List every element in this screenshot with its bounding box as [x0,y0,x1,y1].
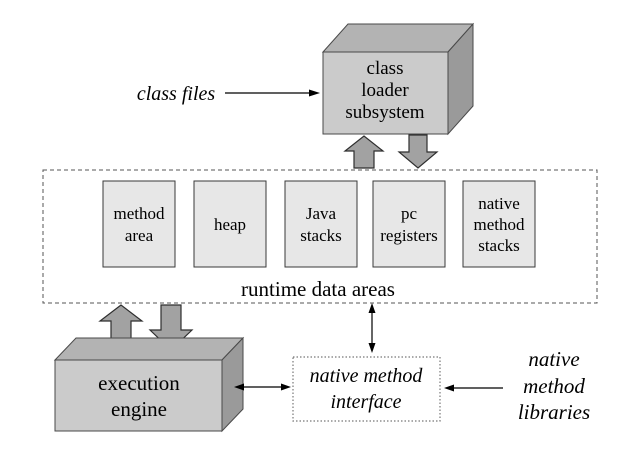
native-method-libraries-line1: native [528,347,579,371]
native-method-interface-label-line1: native method [310,365,424,387]
execution-engine-box: execution engine [53,336,245,433]
runtime-to-interface-arrow [368,303,376,353]
native-method-interface-label-line2: interface [330,391,401,413]
pc-registers-rect [372,180,446,268]
down-arrowhead-icon [368,343,376,353]
class-loader-label-line2: loader [361,80,409,101]
native-method-libraries-label: native method libraries [518,347,590,424]
native-method-interface-box: native method interface [292,356,441,422]
class-loader-box-front-face [322,51,449,135]
pc-registers-box: pc registers [372,180,446,268]
heap-rect [193,180,267,268]
native-method-stacks-label-line2: method [474,215,525,234]
method-area-label-line2: area [125,226,154,245]
heap-box: heap [193,180,267,268]
class-loader-label-line3: subsystem [345,102,424,123]
pc-registers-label-line1: pc [401,204,418,223]
heap-label: heap [214,215,246,234]
method-area-rect [102,180,176,268]
execution-engine-label-line2: engine [111,397,167,421]
class-loader-box-top-face [321,23,475,53]
java-stacks-label-line2: stacks [300,226,342,245]
java-stacks-label-line1: Java [306,204,337,223]
libraries-to-interface-arrow [444,384,503,392]
native-method-stacks-label-line3: stacks [478,236,520,255]
class-files-arrow [225,89,320,97]
right-arrowhead-icon [281,383,291,391]
java-stacks-rect [284,180,358,268]
java-stacks-box: Java stacks [284,180,358,268]
left-arrowhead-icon [444,384,454,392]
execution-engine-label-line1: execution [98,371,180,395]
runtime-data-areas-region [42,169,598,304]
down-block-arrow-classloader [397,134,439,169]
execution-engine-top-face [53,337,245,361]
execution-to-interface-arrow [234,383,291,391]
native-method-libraries-line2: method [523,374,585,398]
right-arrowhead-icon [309,89,320,97]
up-arrowhead-icon [368,303,376,313]
native-method-stacks-label-line1: native [478,194,520,213]
class-loader-subsystem-box: class loader subsystem [321,22,475,136]
left-arrowhead-icon [234,383,244,391]
native-method-libraries-line3: libraries [518,400,590,424]
class-files-label: class files [137,83,216,105]
up-block-arrow-classloader [343,135,385,169]
pc-registers-label-line2: registers [380,226,438,245]
native-method-stacks-box: native method stacks [462,180,536,268]
native-method-stacks-rect [462,180,536,268]
runtime-data-areas-caption: runtime data areas [241,277,395,301]
native-method-interface-rect [292,356,441,422]
method-area-box: method area [102,180,176,268]
execution-engine-front-face [54,359,223,432]
method-area-label-line1: method [114,204,165,223]
class-loader-label-line1: class [367,58,404,79]
